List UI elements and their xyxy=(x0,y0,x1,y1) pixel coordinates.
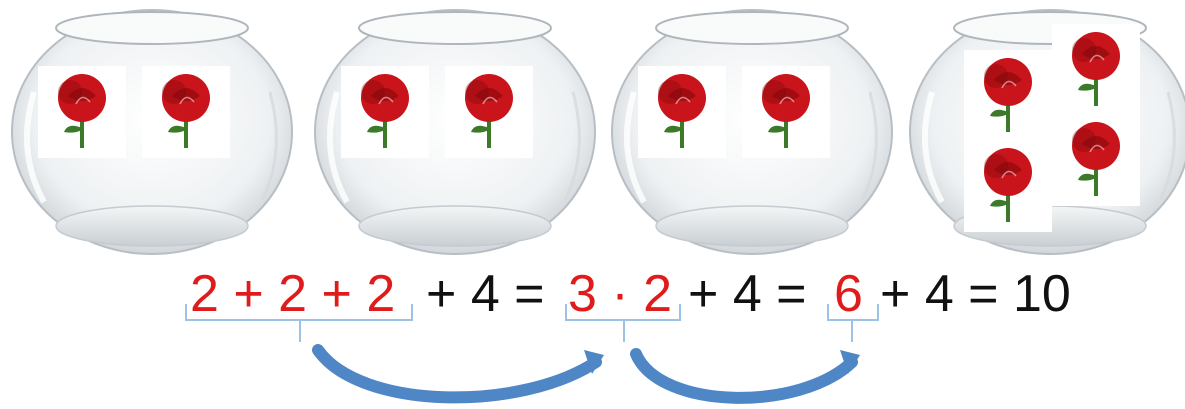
glass-vase xyxy=(314,9,596,255)
brace-group-1 xyxy=(185,304,413,342)
equation-group-2: 3 · 2 xyxy=(568,265,673,323)
glass-vase xyxy=(11,9,293,255)
equation-part-2: + 4 = xyxy=(688,265,807,323)
glass-vase xyxy=(611,9,893,255)
rose-icon xyxy=(1052,24,1140,116)
curved-arrow-icon xyxy=(312,344,602,404)
rose-icon xyxy=(1052,114,1140,206)
glass-vase xyxy=(909,9,1185,255)
brace-group-2 xyxy=(565,304,681,342)
rose-icon xyxy=(341,66,429,158)
rose-icon xyxy=(638,66,726,158)
rose-icon xyxy=(445,66,533,158)
brace-group-3 xyxy=(827,304,879,342)
equation-group-3: 6 xyxy=(834,265,863,323)
rose-icon xyxy=(142,66,230,158)
equation-part-1: + 4 = xyxy=(426,265,545,323)
rose-icon xyxy=(38,66,126,158)
rose-icon xyxy=(742,66,830,158)
equation-group-1: 2 + 2 + 2 xyxy=(190,265,396,323)
rose-icon xyxy=(964,50,1052,142)
equation-part-3: + 4 = 10 xyxy=(880,265,1071,323)
arrow-head-2 xyxy=(840,350,860,374)
curved-arrow-icon xyxy=(630,348,858,404)
rose-icon xyxy=(964,140,1052,232)
arrow-head-1 xyxy=(584,350,604,374)
